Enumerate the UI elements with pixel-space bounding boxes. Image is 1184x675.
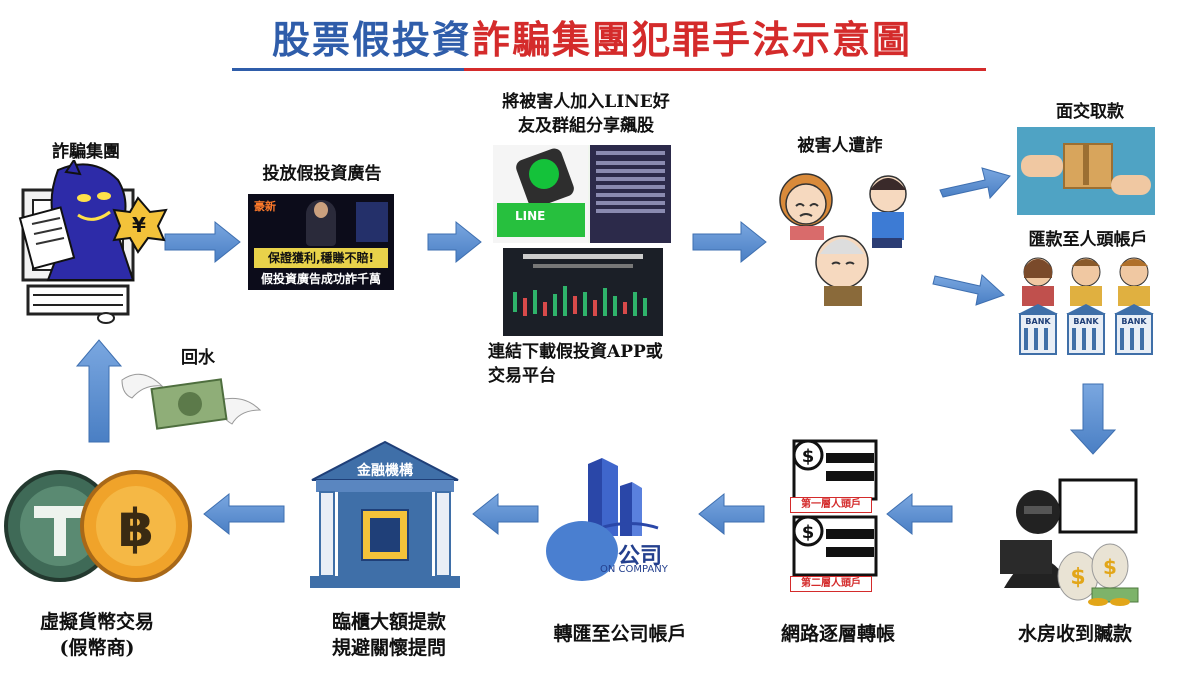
- line-app-screenshot: LINE: [493, 145, 671, 243]
- face-to-face-image: [1017, 127, 1155, 215]
- ad-headline: 保證獲利,穩賺不賠!: [254, 248, 388, 268]
- arrow-5-down-right: [932, 274, 1005, 306]
- dollar-sign-1: $: [1070, 565, 1085, 590]
- label-face-to-face: 面交取款: [1056, 102, 1124, 122]
- bank-sign-label: 金融機構: [357, 463, 413, 479]
- dummy-account-banks: BANK BANK BANK: [1018, 257, 1154, 355]
- label-scam-group: 詐騙集團: [52, 142, 120, 162]
- bitcoin-icon: ฿: [118, 499, 154, 559]
- label-crypto-1: 虛擬貨幣交易: [39, 611, 154, 633]
- arrow-3-right: [692, 220, 767, 264]
- arrow-11-up: [75, 339, 123, 443]
- label-layered-transfer: 網路逐層轉帳: [780, 623, 895, 645]
- hand-left-icon: [1021, 155, 1063, 177]
- ad-caption: 假投資廣告成功詐千萬: [260, 272, 381, 286]
- bank-building-illustration: [310, 440, 460, 588]
- scammer-computer-illustration: ¥: [18, 160, 168, 324]
- title-red-part: 詐騙集團犯罪手法示意圖: [472, 18, 913, 62]
- arrow-2-right: [427, 220, 482, 264]
- line-logo-text: LINE: [515, 209, 546, 223]
- arrow-10-left: [203, 492, 285, 536]
- bank-sign-1: BANK: [1025, 317, 1051, 326]
- coin-symbol: ¥: [132, 213, 146, 237]
- fake-ad-screenshot: 豪新 保證獲利,穩賺不賠! 假投資廣告成功詐千萬: [248, 194, 394, 290]
- arrow-7-left: [886, 492, 953, 536]
- dollar-icon-2: $: [802, 522, 815, 543]
- layered-accounts-illustration: $ $: [792, 439, 878, 577]
- arrow-6-down: [1069, 383, 1117, 455]
- page-title: 股票假投資詐騙集團犯罪手法示意圖: [0, 14, 1184, 66]
- company-subtext: ON COMPANY: [600, 564, 668, 575]
- label-crypto-2: (假幣商): [59, 637, 135, 659]
- label-download-app-2: 交易平台: [488, 366, 556, 386]
- flying-money-illustration: [121, 373, 262, 430]
- label-remit: 匯款至人頭帳戶: [1028, 230, 1148, 250]
- arrow-1-right: [164, 220, 241, 264]
- label-withdraw-1: 臨櫃大額提款: [331, 611, 446, 633]
- candlestick-chart-icon: [513, 286, 647, 316]
- victims-illustration: [779, 173, 907, 306]
- title-blue-part: 股票假投資: [271, 18, 472, 62]
- dollar-sign-2: $: [1103, 555, 1117, 579]
- label-line-add-2: 友及群組分享飆股: [518, 116, 654, 136]
- label-withdraw-2: 規避關懷提問: [331, 637, 446, 659]
- label-download-app-1: 連結下載假投資APP或: [488, 342, 663, 362]
- company-name: 公司: [618, 544, 663, 569]
- crypto-coins-illustration: ฿: [4, 470, 192, 582]
- dollar-icon-1: $: [802, 446, 815, 467]
- tier2-label: 第二層人頭戶: [790, 576, 872, 592]
- label-victims: 被害人遭詐: [797, 136, 883, 156]
- hand-right-icon: [1111, 175, 1151, 195]
- chat-screenshot: [590, 145, 671, 243]
- trading-app-screenshot: [503, 248, 663, 336]
- ad-logo: 豪新: [254, 200, 276, 213]
- company-illustration: [546, 458, 659, 581]
- bank-sign-2: BANK: [1073, 317, 1099, 326]
- label-fake-ad: 投放假投資廣告: [262, 164, 382, 184]
- arrow-9-left: [472, 492, 539, 536]
- title-underline-red: [464, 68, 986, 71]
- label-company-transfer: 轉匯至公司帳戶: [553, 623, 687, 645]
- arrow-4-up-right: [939, 167, 1011, 200]
- money-mule-illustration: $ $: [1000, 478, 1139, 606]
- label-line-add-1: 將被害人加入LINE好: [502, 92, 670, 112]
- label-money-mule: 水房收到贓款: [1017, 623, 1132, 645]
- tier1-label: 第一層人頭戶: [790, 497, 872, 513]
- bank-sign-3: BANK: [1121, 317, 1147, 326]
- label-kickback: 回水: [181, 348, 215, 368]
- title-underline-blue: [232, 68, 464, 71]
- arrow-8-left: [698, 492, 765, 536]
